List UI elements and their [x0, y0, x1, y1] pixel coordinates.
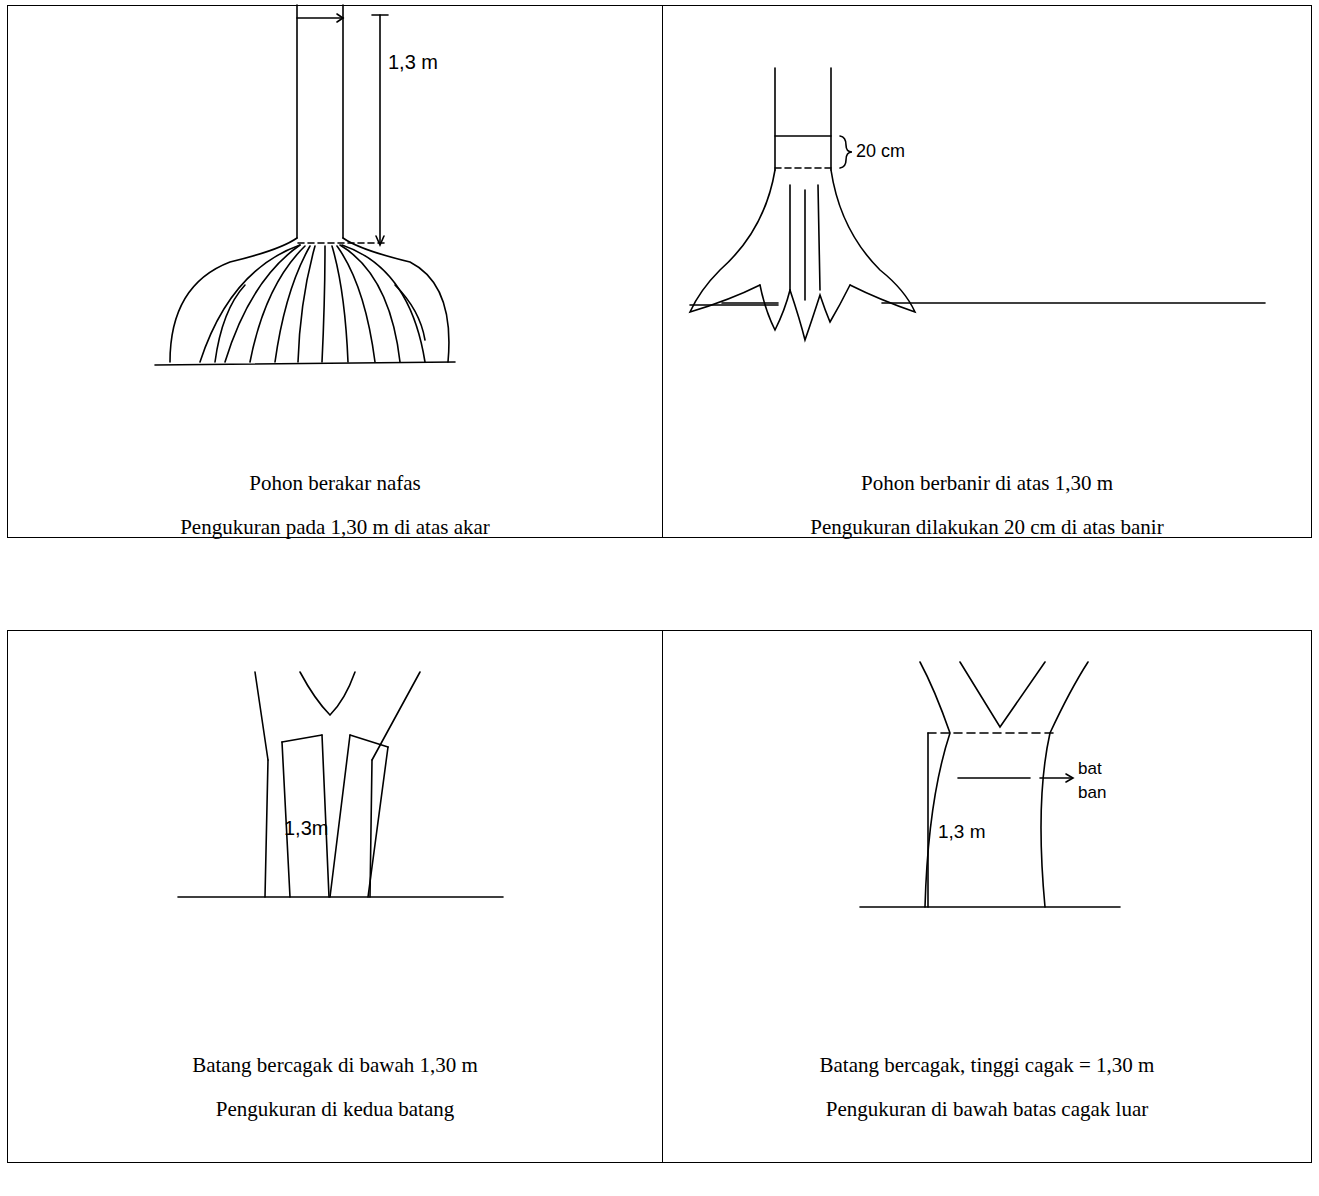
high-fork-tree	[860, 662, 1120, 907]
figure-cell: Pohon berbanir di atas 1,30 mPengukuran …	[662, 5, 1312, 538]
caption-line: Pengukuran di bawah batas cagak luar	[663, 1087, 1311, 1131]
figure-cell: Batang bercagak di bawah 1,30 mPengukura…	[7, 630, 663, 1163]
low-fork-tree	[178, 672, 503, 897]
caption: Pohon berakar nafasPengukuran pada 1,30 …	[8, 461, 662, 549]
caption: Batang bercagak, tinggi cagak = 1,30 mPe…	[663, 1043, 1311, 1131]
dimension-label: 1,3 m	[938, 822, 986, 841]
figure-cell: Pohon berakar nafasPengukuran pada 1,30 …	[7, 5, 663, 538]
caption: Pohon berbanir di atas 1,30 mPengukuran …	[663, 461, 1311, 549]
caption-line: Pohon berbanir di atas 1,30 m	[663, 461, 1311, 505]
caption: Batang bercagak di bawah 1,30 mPengukura…	[8, 1043, 662, 1131]
caption-line: Pengukuran dilakukan 20 cm di atas banir	[663, 505, 1311, 549]
dimension-label: ban	[1078, 784, 1106, 801]
dimension-label: 20 cm	[856, 142, 905, 160]
dimension-label: 1,3m	[284, 818, 328, 838]
stilt-root-tree	[155, 5, 455, 365]
caption-line: Batang bercagak di bawah 1,30 m	[8, 1043, 662, 1087]
buttress-tree	[690, 68, 1265, 340]
caption-line: Pengukuran di kedua batang	[8, 1087, 662, 1131]
dimension-label: 1,3 m	[388, 52, 438, 72]
dimension-label: bat	[1078, 760, 1102, 777]
figure-cell: Batang bercagak, tinggi cagak = 1,30 mPe…	[662, 630, 1312, 1163]
caption-line: Pengukuran pada 1,30 m di atas akar	[8, 505, 662, 549]
caption-line: Batang bercagak, tinggi cagak = 1,30 m	[663, 1043, 1311, 1087]
caption-line: Pohon berakar nafas	[8, 461, 662, 505]
